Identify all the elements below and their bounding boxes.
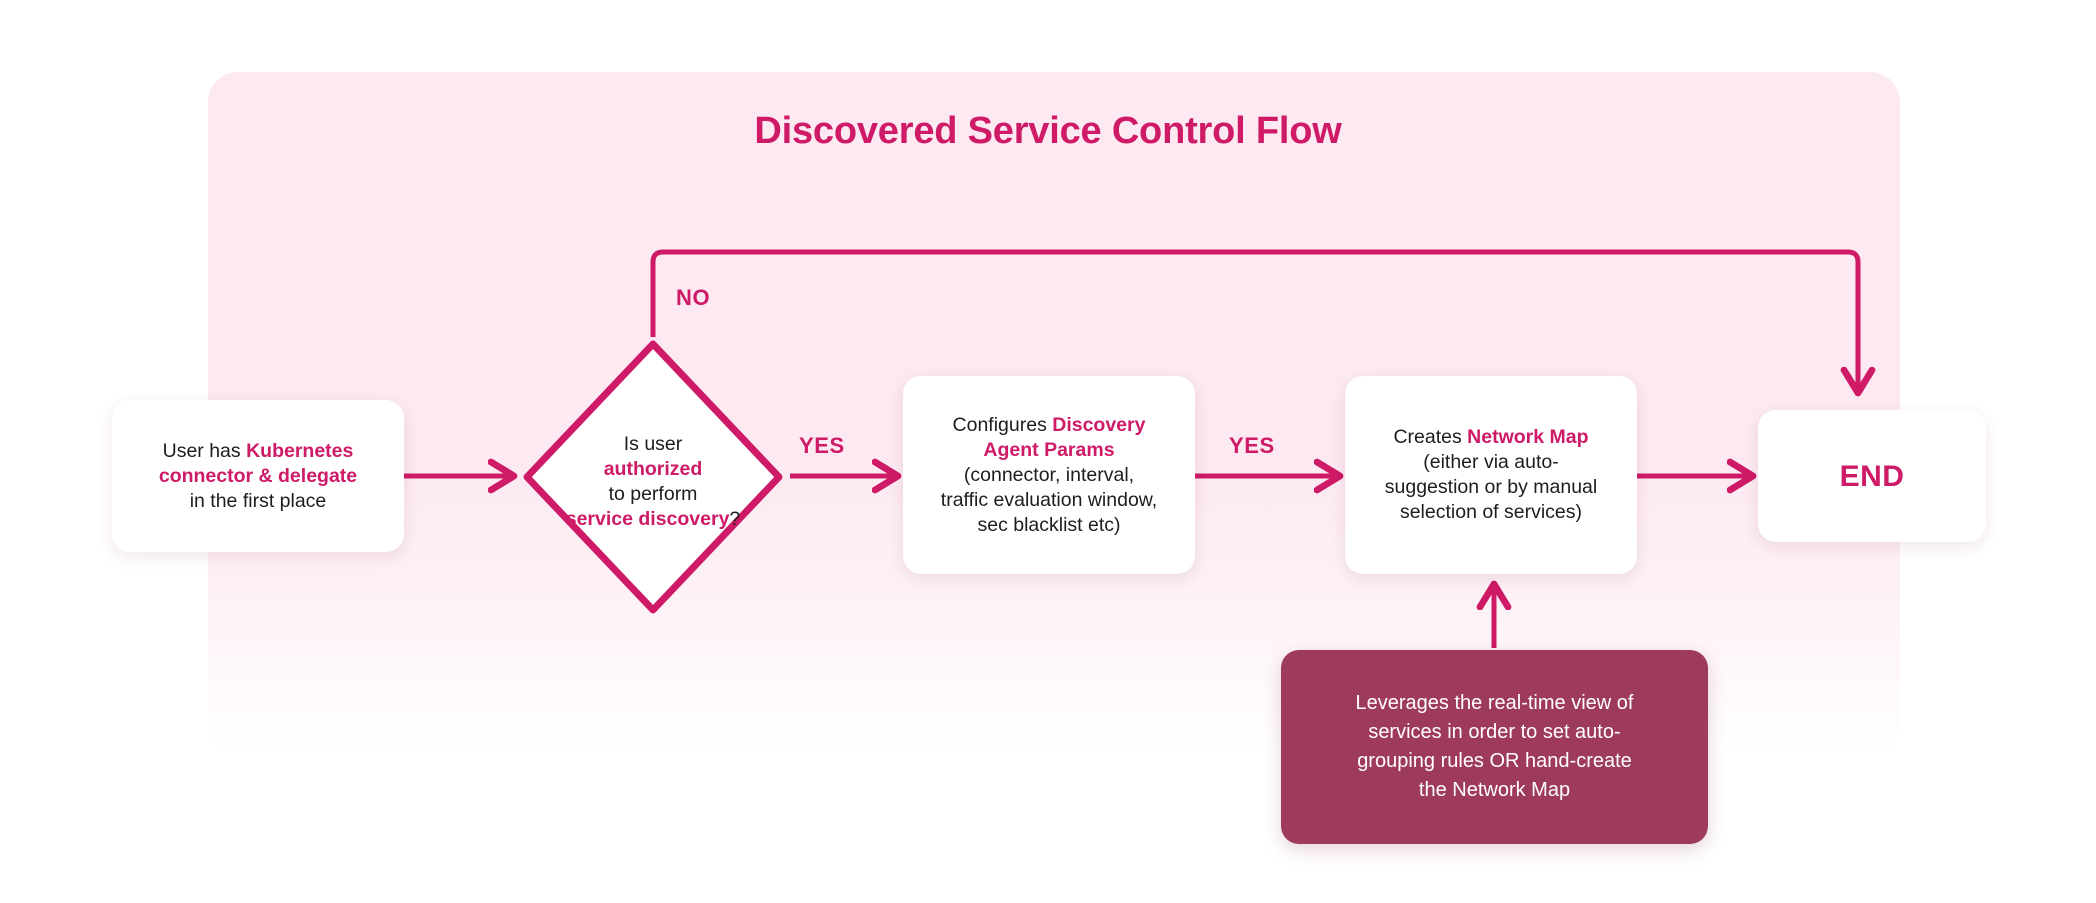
- node-config-line4: traffic evaluation window,: [940, 488, 1158, 511]
- node-note-text: Leverages the real-time view of services…: [1356, 689, 1634, 805]
- node-end-label: END: [1839, 459, 1905, 493]
- node-decision-text: Is user authorized to perform service di…: [548, 432, 758, 532]
- node-annotation-leverages-real-time-view[interactable]: Leverages the real-time view of services…: [1281, 650, 1708, 844]
- node-decision-line2: authorized: [603, 458, 703, 480]
- edge-label-yes-2: YES: [1229, 433, 1275, 458]
- node-start-line1-b: Kubernetes: [246, 439, 354, 462]
- node-config-line1-bold: Discovery: [1052, 413, 1146, 436]
- node-note-line1: Leverages the real-time view of: [1355, 692, 1634, 714]
- node-start-line2: connector & delegate: [158, 464, 358, 487]
- node-netmap-line4: selection of services): [1399, 501, 1583, 523]
- page-title: Discovered Service Control Flow: [754, 110, 1342, 152]
- node-note-line3: grouping rules OR hand-create: [1357, 750, 1632, 772]
- node-decision-line4: service discovery: [565, 508, 730, 530]
- edge-label-no: NO: [676, 285, 711, 310]
- node-start-text: User has Kubernetes connector & delegate…: [159, 439, 357, 514]
- node-config-line3: (connector, interval,: [963, 463, 1135, 486]
- node-netmap-line2: (either via auto-: [1423, 451, 1559, 473]
- node-config-line5: sec blacklist etc): [977, 513, 1121, 536]
- node-note-line2: services in order to set auto-: [1368, 721, 1621, 743]
- node-decision-line3: to perform: [608, 483, 698, 505]
- node-netmap-text: Creates Network Map (either via auto- su…: [1385, 425, 1597, 525]
- decision-diamond-shape: [523, 340, 783, 614]
- node-create-network-map[interactable]: Creates Network Map (either via auto- su…: [1345, 376, 1637, 574]
- node-config-text: Configures Discovery Agent Params (conne…: [941, 413, 1157, 538]
- node-netmap-line1-bold: Network Map: [1467, 426, 1589, 448]
- node-decision-line1: Is user: [623, 433, 683, 455]
- node-decision[interactable]: Is user authorized to perform service di…: [520, 337, 786, 617]
- node-end[interactable]: END: [1758, 410, 1986, 542]
- node-configure-discovery-agent-params[interactable]: Configures Discovery Agent Params (conne…: [903, 376, 1195, 574]
- node-config-line1-prefix: Configures: [952, 413, 1053, 436]
- node-start-line1-a: User has: [162, 439, 247, 462]
- node-netmap-line1-prefix: Creates: [1393, 426, 1468, 448]
- node-config-line2-bold: Agent Params: [983, 438, 1115, 461]
- node-netmap-line3: suggestion or by manual: [1384, 476, 1598, 498]
- edge-label-yes-1: YES: [799, 433, 845, 458]
- node-start[interactable]: User has Kubernetes connector & delegate…: [112, 400, 404, 552]
- node-decision-line4-suffix: ?: [729, 508, 741, 530]
- node-start-line3: in the first place: [189, 489, 327, 512]
- node-note-line4: the Network Map: [1418, 779, 1571, 801]
